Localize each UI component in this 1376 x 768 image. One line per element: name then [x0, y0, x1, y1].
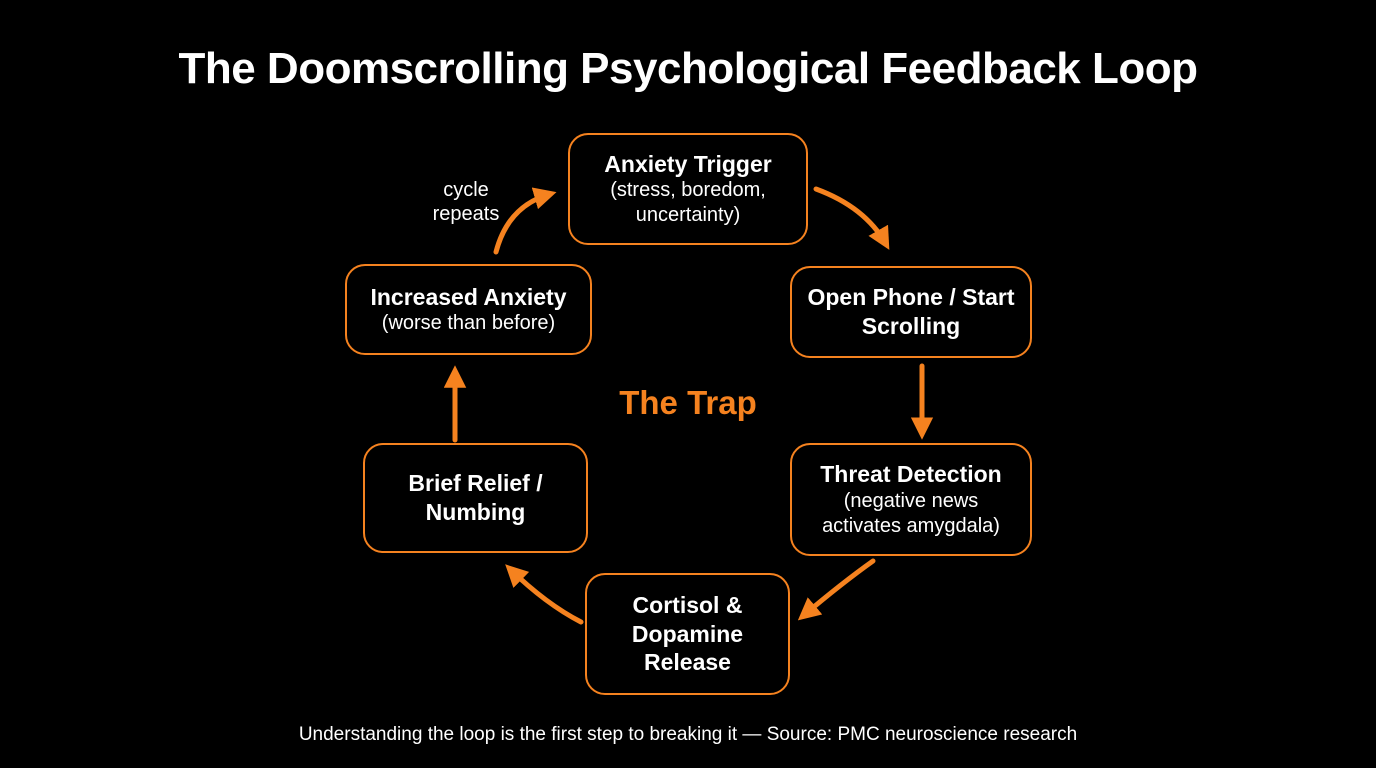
node-open-phone-title: Open Phone / Start Scrolling [807, 284, 1015, 339]
arrow-threat-to-cortisol [797, 558, 876, 621]
node-cortisol-dopamine-release: Cortisol & Dopamine Release [585, 573, 790, 695]
node-brief-relief-numbing-title: Brief Relief / Numbing [408, 470, 543, 525]
arrow-anxiety-to-trigger-cycle [493, 187, 557, 255]
node-increased-anxiety-title: Increased Anxiety [370, 283, 567, 310]
node-threat-detection-subtitle: (negative news activates amygdala) [822, 489, 1000, 537]
center-trap-label: The Trap [619, 384, 757, 421]
node-anxiety-trigger-title: Anxiety Trigger [604, 150, 772, 177]
node-increased-anxiety-subtitle: (worse than before) [381, 312, 556, 335]
node-open-phone: Open Phone / Start Scrolling [790, 266, 1032, 358]
arrow-trigger-to-phone [813, 186, 890, 250]
node-brief-relief-numbing: Brief Relief / Numbing [363, 443, 588, 553]
page-title: The Doomscrolling Psychological Feedback… [178, 44, 1198, 93]
cycle-repeats-line2: repeats [432, 203, 500, 225]
cycle-repeats-line1: cycle [443, 179, 489, 201]
node-increased-anxiety: Increased Anxiety (worse than before) [345, 264, 592, 355]
node-anxiety-trigger-subtitle: (stress, boredom, uncertainty) [610, 179, 766, 227]
node-threat-detection-title: Threat Detection [820, 461, 1002, 488]
node-anxiety-trigger: Anxiety Trigger (stress, boredom, uncert… [568, 133, 808, 245]
node-cortisol-dopamine-release-title: Cortisol & Dopamine Release [631, 591, 744, 676]
arrow-cortisol-to-relief [505, 564, 584, 625]
node-threat-detection: Threat Detection (negative news activate… [790, 443, 1032, 556]
cycle-repeats-label: cycle repeats [433, 178, 500, 226]
footer-source-note: Understanding the loop is the first step… [298, 724, 1078, 745]
